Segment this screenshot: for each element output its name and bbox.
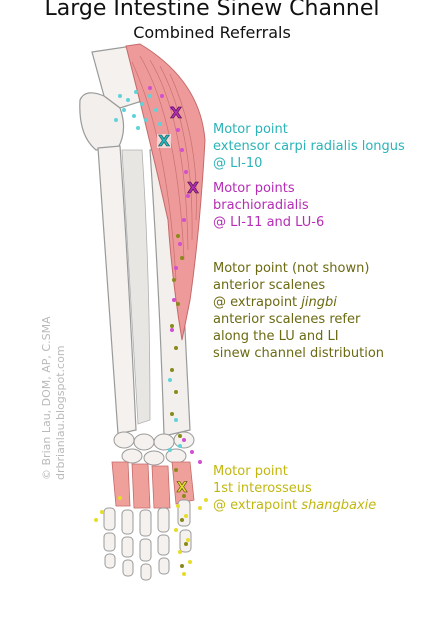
- interosseous-space: [121, 149, 151, 425]
- page-subtitle: Combined Referrals: [133, 23, 291, 42]
- yellow-label-line-3-prefix: @ extrapoint: [213, 498, 302, 513]
- olive-label: Motor point (not shown) anterior scalene…: [213, 260, 384, 362]
- magenta-label-line-1: Motor points: [213, 181, 295, 196]
- yellow-label-line-3: @ extrapoint shangbaxie: [213, 497, 376, 514]
- olive-label-line-3: @ extrapoint jingbi: [213, 294, 384, 311]
- teal-label-line-1: Motor point: [213, 122, 288, 137]
- wrist-bones: [113, 431, 195, 466]
- yellow-referral-dots: [94, 496, 208, 576]
- credit-line-2: drbrianlau.blogspot.com: [54, 345, 67, 480]
- credit-line-1: © Brian Lau, DOM, AP, C.SMA: [40, 316, 53, 480]
- page-title: Large Intestine Sinew Channel: [44, 0, 380, 21]
- copyright-credit: © Brian Lau, DOM, AP, C.SMA drbrianlau.b…: [40, 280, 68, 480]
- olive-label-line-3-emphasis: jingbi: [301, 295, 337, 310]
- olive-label-line-1: Motor point (not shown): [213, 261, 370, 276]
- olive-label-line-6: sinew channel distribution: [213, 346, 385, 361]
- yellow-label-line-3-emphasis: shangbaxie: [301, 498, 377, 513]
- yellow-label-line-1: Motor point: [213, 464, 288, 479]
- teal-label-line-2: extensor carpi radialis longus: [213, 139, 405, 154]
- magenta-motor-point-marker-upper: X: [170, 104, 183, 123]
- finger-bones: [103, 499, 192, 581]
- svg-text:X: X: [177, 480, 188, 496]
- olive-label-line-4: anterior scalenes refer: [213, 312, 361, 327]
- magenta-motor-point-marker-lower: X: [187, 179, 200, 198]
- teal-label-line-3: @ LI-10: [213, 156, 263, 171]
- muscle-fibers: [131, 55, 197, 281]
- svg-text:X: X: [170, 104, 182, 122]
- teal-label: Motor point extensor carpi radialis long…: [213, 121, 405, 172]
- olive-referral-dots: [170, 234, 188, 568]
- ulna-bone: [97, 145, 137, 435]
- olive-label-line-3-prefix: @ extrapoint: [213, 295, 302, 310]
- yellow-motor-point-marker: X: [176, 480, 188, 497]
- magenta-referral-dots: [148, 86, 202, 464]
- olive-label-line-5: along the LU and LI: [213, 329, 339, 344]
- elbow-bone: [79, 92, 125, 151]
- olive-label-line-2: anterior scalenes: [213, 278, 326, 293]
- yellow-label-line-2: 1st interosseus: [213, 481, 312, 496]
- magenta-label-line-2: brachioradialis: [213, 198, 309, 213]
- yellow-label: Motor point 1st interosseus @ extrapoint…: [213, 463, 376, 514]
- hand-muscles: [111, 461, 195, 509]
- magenta-label: Motor points brachioradialis @ LI-11 and…: [213, 180, 324, 231]
- forearm-muscle: [125, 43, 206, 341]
- svg-text:X: X: [187, 179, 199, 197]
- magenta-label-line-3: @ LI-11 and LU-6: [213, 215, 325, 230]
- svg-text:X: X: [158, 132, 170, 150]
- teal-referral-dots: [114, 90, 182, 452]
- teal-motor-point-marker: X: [157, 132, 171, 150]
